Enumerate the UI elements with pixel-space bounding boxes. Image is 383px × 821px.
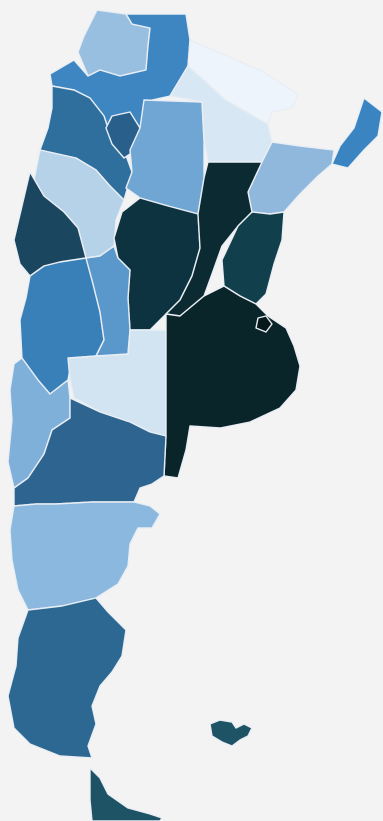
province-misiones[interactable] [331, 97, 383, 169]
province-caba[interactable] [255, 315, 273, 333]
province-chubut[interactable] [9, 501, 161, 611]
province-santa-cruz[interactable] [7, 597, 127, 759]
province-tierra-del-fuego[interactable] [89, 767, 163, 821]
province-buenos-aires[interactable] [163, 285, 301, 479]
islas-malvinas[interactable] [209, 719, 253, 747]
province-entre-rios[interactable] [221, 211, 285, 305]
